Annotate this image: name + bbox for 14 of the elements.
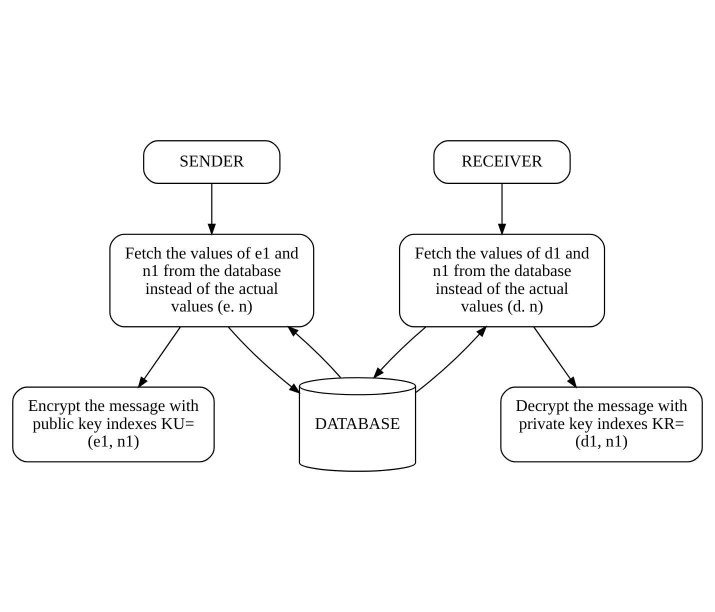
arrow [533, 326, 578, 388]
arrow [372, 326, 426, 379]
arrow [286, 326, 342, 378]
arrow [498, 183, 506, 236]
node-box: SENDER [143, 140, 280, 184]
node-box: Fetch the values of e1 and n1 from the database instead of the actual values (e. n) [109, 234, 314, 328]
arrow [138, 326, 181, 388]
arrow [416, 326, 488, 393]
arrow [228, 326, 301, 394]
node-box: Fetch the values of d1 and n1 from the database instead of the actual values (d. n) [398, 234, 606, 328]
node-box: Encrypt the message with public key indexes KU= (e1, n1) [12, 386, 215, 462]
node-box: RECEIVER [433, 140, 571, 184]
arrow [208, 183, 216, 236]
node-box: Decrypt the message with private key indexes KR= (d1, n1) [500, 386, 703, 462]
